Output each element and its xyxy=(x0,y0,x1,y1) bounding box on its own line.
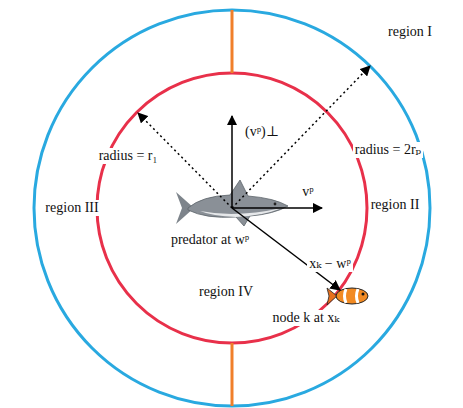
displacement-arrow xyxy=(232,208,340,290)
perpendicular-arrow xyxy=(231,116,233,208)
vector-label: vᵖ xyxy=(300,184,315,199)
caption-label: predator at wᵖ xyxy=(169,232,251,247)
radius-arrow xyxy=(232,66,370,208)
region-label: region I xyxy=(386,24,434,39)
divider-line xyxy=(231,343,234,406)
region-label: region IV xyxy=(197,284,255,299)
vector-label: xₖ − wᵖ xyxy=(307,256,352,271)
caption-label: node k at xₖ xyxy=(271,310,342,325)
velocity-arrow xyxy=(232,207,322,209)
vector-label: (vᵖ)⊥ xyxy=(243,124,281,139)
region-label: region II xyxy=(369,197,422,212)
radius-label: radius = r₁ xyxy=(97,148,160,163)
outer-circle xyxy=(34,10,430,406)
region-label: region III xyxy=(43,200,100,215)
inner-circle xyxy=(97,73,367,343)
prey-fish xyxy=(327,288,368,305)
divider-line xyxy=(231,10,234,73)
radius-label: radius = 2rₚ xyxy=(353,142,423,157)
